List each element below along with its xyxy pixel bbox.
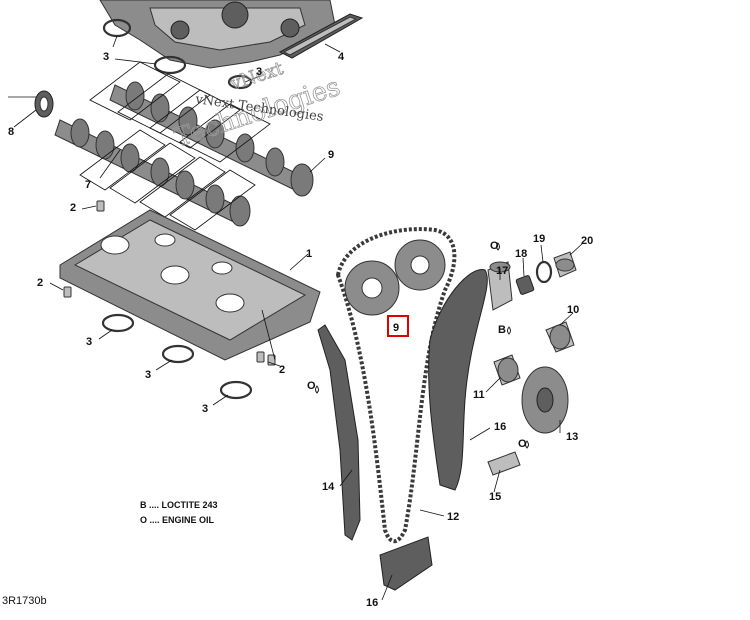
callout-3-a: 3 (86, 336, 92, 348)
callout-19: 19 (533, 233, 545, 245)
callout-6: 7 (85, 179, 91, 191)
callout-3-topright: 3 (256, 66, 262, 78)
part-4-rail (278, 13, 364, 59)
callout-17: 17 (496, 265, 508, 277)
part-14-pin (487, 451, 521, 476)
callout-16: 16 (366, 597, 378, 609)
callout-15: 16 (494, 421, 506, 433)
legend-loctite: B .... LOCTITE 243 (140, 500, 218, 510)
callout-14: 15 (489, 491, 501, 503)
callout-labels: 3 3 4 8 7 9 2 1 2 3 3 3 2 9 O O 17 18 19… (8, 51, 593, 609)
part-12-sprocket (521, 366, 569, 434)
callout-b-a: B (498, 324, 506, 336)
callout-3-top: 3 (103, 51, 109, 63)
callout-2-a: 2 (70, 202, 76, 214)
callout-20: 20 (581, 235, 593, 247)
callout-8: 9 (328, 149, 334, 161)
callout-o-b: O (490, 240, 499, 252)
callout-11: 12 (447, 511, 459, 523)
callout-12: 13 (566, 431, 578, 443)
leader-lines (8, 35, 584, 601)
part-20-plug (553, 251, 577, 278)
part-16-lower-guide (379, 536, 433, 591)
callout-13: 14 (322, 481, 335, 493)
part-19-oring (535, 260, 553, 284)
timing-chain-assembly (317, 227, 488, 591)
callout-4: 4 (338, 51, 345, 63)
part-15-tensioner-blade (428, 269, 488, 491)
part-7-seal (34, 90, 54, 118)
oil-drops (315, 242, 529, 449)
camshaft-housing-top (99, 0, 336, 69)
part-6-camshaft-lower (54, 118, 251, 227)
callout-3-c: 3 (202, 403, 208, 415)
callout-3-b: 3 (145, 369, 151, 381)
lobe-groupings (79, 61, 271, 231)
callout-o-c: O (518, 438, 527, 450)
callout-10-a: 10 (567, 304, 579, 316)
callout-10-b: 11 (473, 389, 485, 401)
callout-18: 18 (515, 248, 527, 260)
part-18-spring (515, 275, 535, 295)
part-13-guide (317, 324, 361, 541)
legend: B .... LOCTITE 243 O .... ENGINE OIL (140, 500, 218, 525)
callout-o-a: O (307, 380, 316, 392)
callout-7: 8 (8, 126, 14, 138)
callout-2-b: 2 (37, 277, 43, 289)
part-camshaft-upper (109, 81, 314, 197)
highlight-box-callout-9 (387, 315, 409, 337)
part-10-screws (493, 321, 575, 386)
part-1-bearing-carrier (59, 209, 321, 361)
callout-9: 9 (393, 322, 399, 334)
legend-engine-oil: O .... ENGINE OIL (140, 515, 215, 525)
callout-1: 1 (306, 248, 312, 260)
callout-2-c: 2 (279, 364, 285, 376)
part-17-tensioner (487, 261, 513, 311)
figure-id: 3R1730b (2, 595, 47, 607)
